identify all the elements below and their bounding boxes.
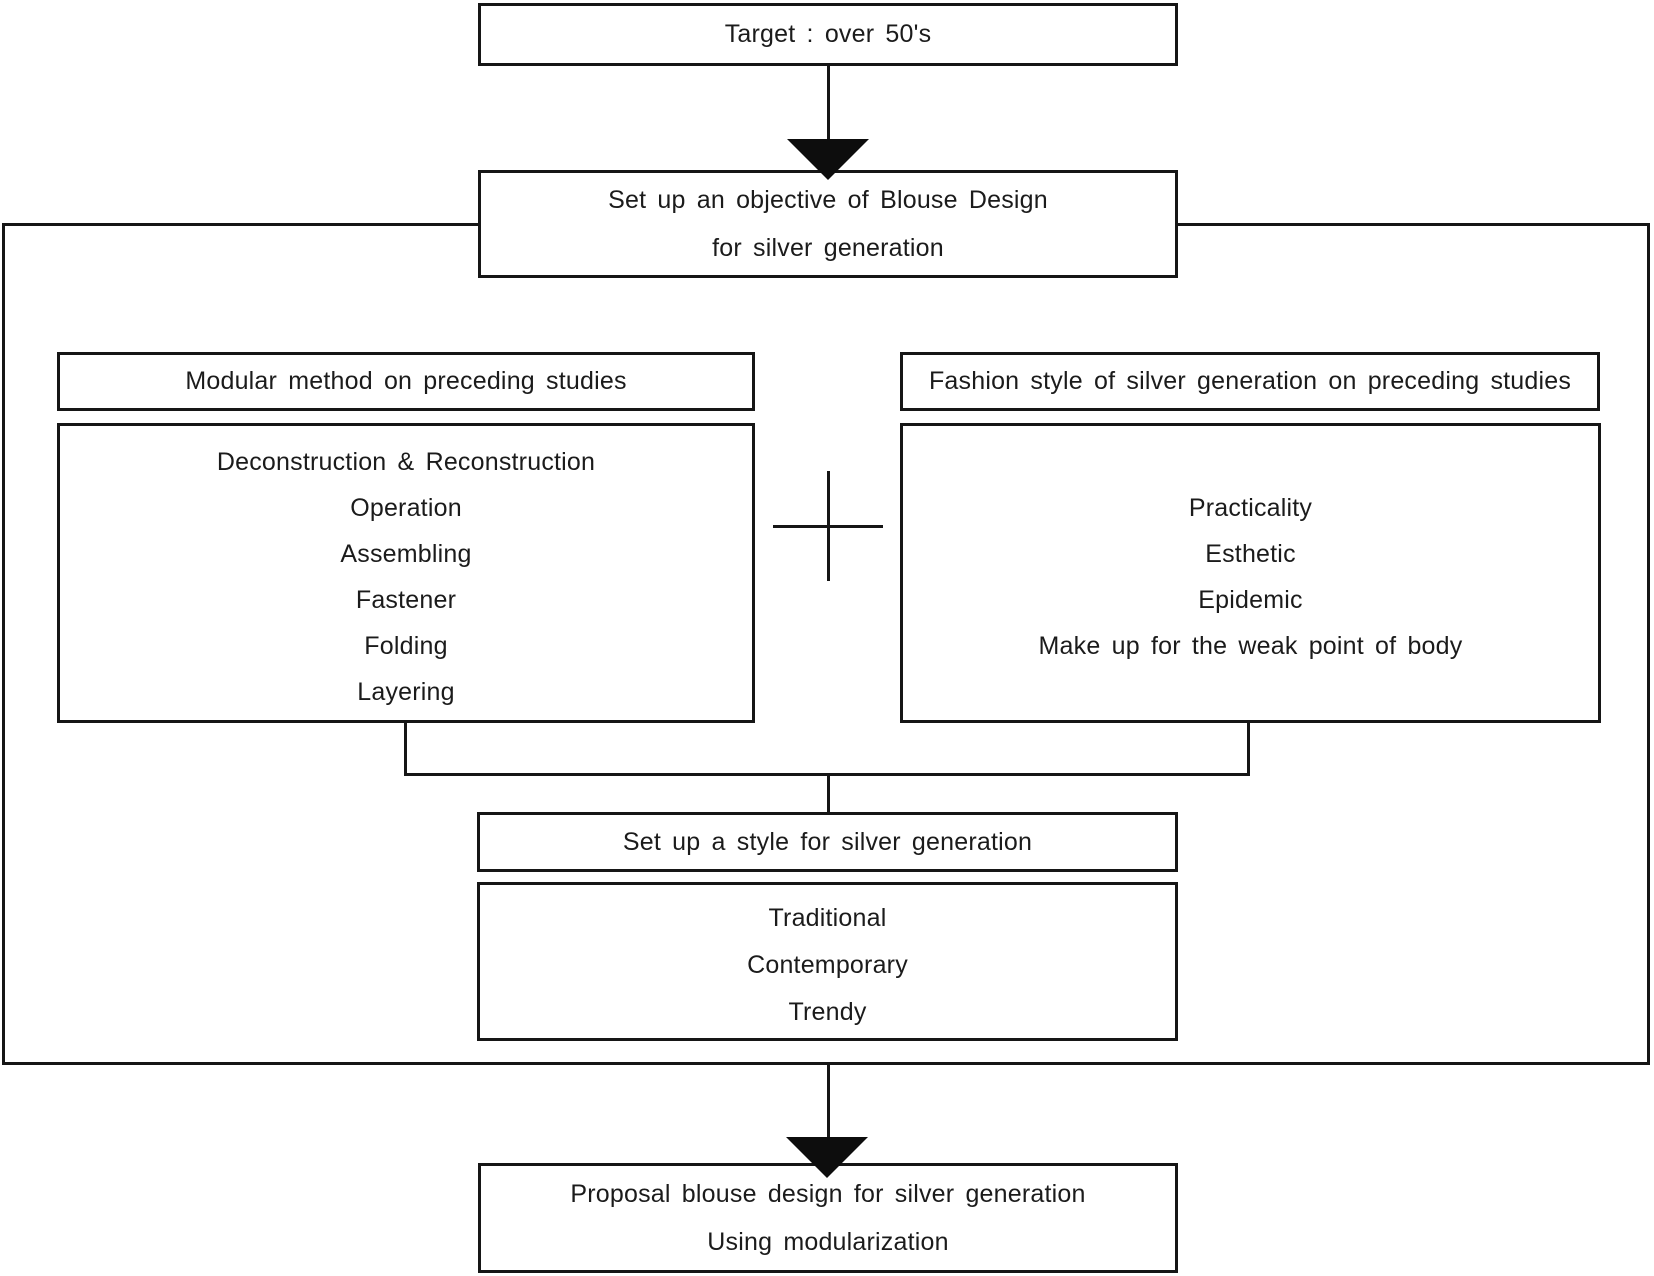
proposal-line1: Proposal blouse design for silver genera…	[570, 1179, 1086, 1208]
arrow1-shaft-line	[827, 66, 830, 140]
plus-sign-icon	[827, 471, 830, 581]
proposal-line2: Using modularization	[707, 1227, 949, 1256]
connector-horizontal-line	[404, 773, 1250, 776]
style-header-label: Set up a style for silver generation	[622, 827, 1033, 856]
list-item: Contemporary	[747, 951, 908, 979]
list-item: Deconstruction & Reconstruction	[216, 447, 596, 476]
list-item: Esthetic	[1205, 539, 1296, 568]
objective-line2: for silver generation	[712, 233, 944, 262]
style-list: Traditional Contemporary Trendy	[480, 895, 1175, 1036]
target-box: Target : over 50's	[478, 3, 1178, 66]
list-item: Traditional	[768, 904, 887, 932]
modular-header-label: Modular method on preceding studies	[185, 367, 627, 395]
list-item: Layering	[357, 677, 455, 706]
fashion-list: Practicality Esthetic Epidemic Make up f…	[903, 485, 1598, 669]
connector-right-vertical-line	[1247, 722, 1250, 776]
fashion-list-box: Practicality Esthetic Epidemic Make up f…	[900, 423, 1601, 723]
style-header-box: Set up a style for silver generation	[477, 812, 1178, 872]
objective-line1: Set up an objective of Blouse Design	[608, 185, 1048, 214]
connector-middle-vertical-line	[827, 775, 830, 813]
list-item: Practicality	[1188, 493, 1313, 522]
proposal-box: Proposal blouse design for silver genera…	[478, 1163, 1178, 1273]
target-label: Target : over 50's	[724, 20, 932, 48]
fashion-header-box: Fashion style of silver generation on pr…	[900, 352, 1600, 411]
list-item: Make up for the weak point of body	[1038, 631, 1463, 660]
objective-box: Set up an objective of Blouse Design for…	[478, 170, 1178, 278]
modular-list-box: Deconstruction & Reconstruction Operatio…	[57, 423, 755, 723]
list-item: Fastener	[355, 585, 457, 614]
list-item: Operation	[350, 493, 462, 522]
arrow2-down-arrow-icon	[786, 1137, 868, 1178]
style-list-box: Traditional Contemporary Trendy	[477, 882, 1178, 1041]
list-item: Assembling	[340, 539, 472, 568]
list-item: Trendy	[788, 998, 867, 1026]
connector-left-vertical-line	[404, 722, 407, 776]
arrow1-down-arrow-icon	[787, 139, 869, 180]
list-item: Epidemic	[1198, 585, 1303, 614]
list-item: Folding	[364, 631, 448, 660]
arrow2-shaft-line	[827, 1065, 830, 1138]
modular-list: Deconstruction & Reconstruction Operatio…	[60, 439, 752, 715]
fashion-header-label: Fashion style of silver generation on pr…	[928, 367, 1572, 395]
modular-header-box: Modular method on preceding studies	[57, 352, 755, 411]
